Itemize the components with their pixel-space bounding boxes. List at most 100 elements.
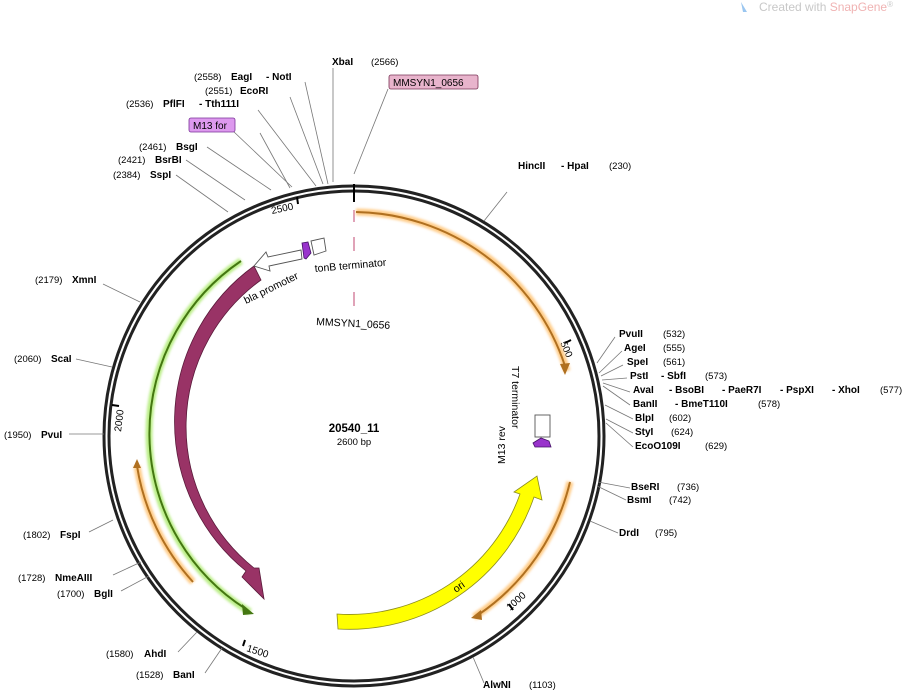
site-nmeaiii[interactable]: (1728) NmeAIII [18, 573, 92, 584]
ori-arrow[interactable] [336, 475, 543, 630]
site-name: PvuII [619, 329, 643, 340]
restriction-sites: XbaI (2566) (2558) EagI - NotI (2551) Ec… [4, 57, 902, 691]
site-psti-sbfi[interactable]: PstI - SbfI (573) [630, 371, 727, 382]
site-bgli[interactable]: (1700) BglI [57, 589, 113, 600]
m13-for-tag[interactable]: M13 for [188, 117, 236, 133]
site-fspi[interactable]: (1802) FspI [23, 530, 81, 541]
site-bani[interactable]: (1528) BanI [136, 670, 195, 681]
bla-label: bla [160, 434, 174, 450]
site-bsrbi[interactable]: (2421) BsrBI [118, 155, 182, 166]
site-pos: (602) [669, 413, 691, 424]
site-styi[interactable]: StyI (624) [635, 427, 693, 438]
t7-terminator-marker[interactable] [534, 414, 551, 438]
site-name-2: Tth111I [205, 99, 239, 110]
site-name-2: HpaI [567, 161, 589, 172]
feature-arc-mmsyn [355, 208, 571, 375]
site-name-2: NotI [272, 72, 292, 83]
tonb-terminator-marker[interactable] [310, 237, 327, 256]
site-pvuii[interactable]: PvuII (532) [619, 329, 685, 340]
svg-text:- NotI: - NotI [266, 72, 292, 83]
site-name: NmeAIII [55, 573, 92, 584]
site-alwni[interactable]: AlwNI (1103) [483, 680, 556, 691]
tick-1000 [508, 603, 514, 611]
plasmid-name: 20540_11 [329, 423, 380, 435]
ori-label: ori [451, 579, 467, 596]
arrowhead-icon [471, 610, 482, 620]
site-avai-xhoi[interactable]: AvaI - BsoBI - PaeR7I - PspXI - XhoI (57… [633, 385, 902, 396]
mmsyn-tag[interactable]: MMSYN1_0656 [388, 74, 479, 90]
site-name: BsrBI [155, 155, 182, 166]
site-xbai[interactable]: XbaI (2566) [332, 57, 398, 68]
site-pos: (2566) [371, 57, 398, 68]
site-pos: (795) [655, 528, 677, 539]
site-ecoo109i[interactable]: EcoO109I (629) [635, 441, 727, 452]
site-pos: (2551) [205, 86, 232, 97]
site-ahdi[interactable]: (1580) AhdI [106, 649, 166, 660]
feature-arc-left [133, 459, 196, 585]
m13-for-tag-label: M13 for [193, 121, 228, 132]
site-scai[interactable]: (2060) ScaI [14, 354, 72, 365]
site-pos: (736) [677, 482, 699, 493]
site-name: PstI [630, 371, 649, 382]
site-pos: (2384) [113, 170, 140, 181]
site-pos: (1580) [106, 649, 133, 660]
site-pvui[interactable]: (1950) PvuI [4, 430, 62, 441]
site-eagi-noti[interactable]: (2558) EagI - NotI [194, 72, 292, 83]
site-pos: (2060) [14, 354, 41, 365]
site-spei[interactable]: SpeI (561) [627, 357, 685, 368]
bla-arrow[interactable] [174, 265, 265, 601]
site-leader-lines [69, 68, 634, 684]
site-pos: (2558) [194, 72, 221, 83]
arrowhead-icon [242, 604, 254, 615]
site-name: BanII [633, 399, 658, 410]
site-pos: (742) [669, 495, 691, 506]
site-bsmi[interactable]: BsmI (742) [627, 495, 691, 506]
site-ecori[interactable]: (2551) EcoRI [205, 86, 269, 97]
site-xmni[interactable]: (2179) XmnI [35, 275, 97, 286]
site-pos: (2461) [139, 142, 166, 153]
site-pos: (230) [609, 161, 631, 172]
svg-text:- BsoBI: - BsoBI [669, 385, 704, 396]
mmsyn-inner-label: MMSYN1_0656 [316, 316, 391, 332]
site-pos: (573) [705, 371, 727, 382]
site-banii-bmet110i[interactable]: BanII - BmeT110I (578) [633, 399, 780, 410]
svg-text:- BmeT110I: - BmeT110I [675, 399, 728, 410]
bla-promoter-arrow[interactable] [253, 249, 303, 272]
site-pos: (629) [705, 441, 727, 452]
site-agei[interactable]: AgeI (555) [624, 343, 685, 354]
site-name: BglI [94, 589, 113, 600]
site-name: SpeI [627, 357, 648, 368]
site-drdi[interactable]: DrdI (795) [619, 528, 677, 539]
m13-rev-marker[interactable] [532, 437, 552, 448]
site-name: HincII [518, 161, 545, 172]
site-blpi[interactable]: BlpI (602) [635, 413, 691, 424]
site-pos: (561) [663, 357, 685, 368]
svg-text:- PspXI: - PspXI [780, 385, 814, 396]
tick-label-2000: 2000 [113, 409, 127, 433]
site-name: XmnI [72, 275, 97, 286]
tick-2000 [111, 404, 120, 407]
site-bseri[interactable]: BseRI (736) [631, 482, 699, 493]
m13-for-marker[interactable] [301, 241, 312, 260]
site-hincii-hpai[interactable]: HincII - HpaI (230) [518, 161, 631, 172]
m13-rev-label: M13 rev [496, 425, 508, 464]
site-name-3: PaeR7I [728, 385, 762, 396]
site-name: AgeI [624, 343, 646, 354]
site-name-2: SbfI [667, 371, 686, 382]
arrowhead-icon [133, 459, 141, 468]
site-pos: (1528) [136, 670, 163, 681]
tick-label-2500: 2500 [270, 201, 294, 216]
svg-text:- SbfI: - SbfI [661, 371, 686, 382]
site-name-4: PspXI [786, 385, 814, 396]
site-sspi[interactable]: (2384) SspI [113, 170, 171, 181]
watermark-brand: SnapGene [830, 0, 888, 14]
site-pflfi-tth111i[interactable]: (2536) PflFI - Tth111I [126, 99, 239, 110]
svg-text:- XhoI: - XhoI [832, 385, 860, 396]
site-pos: (555) [663, 343, 685, 354]
site-bsgi[interactable]: (2461) BsgI [139, 142, 198, 153]
snapgene-logo-icon [741, 2, 747, 12]
site-name: SspI [150, 170, 171, 181]
plasmid-size: 2600 bp [337, 437, 371, 448]
site-pos: (532) [663, 329, 685, 340]
